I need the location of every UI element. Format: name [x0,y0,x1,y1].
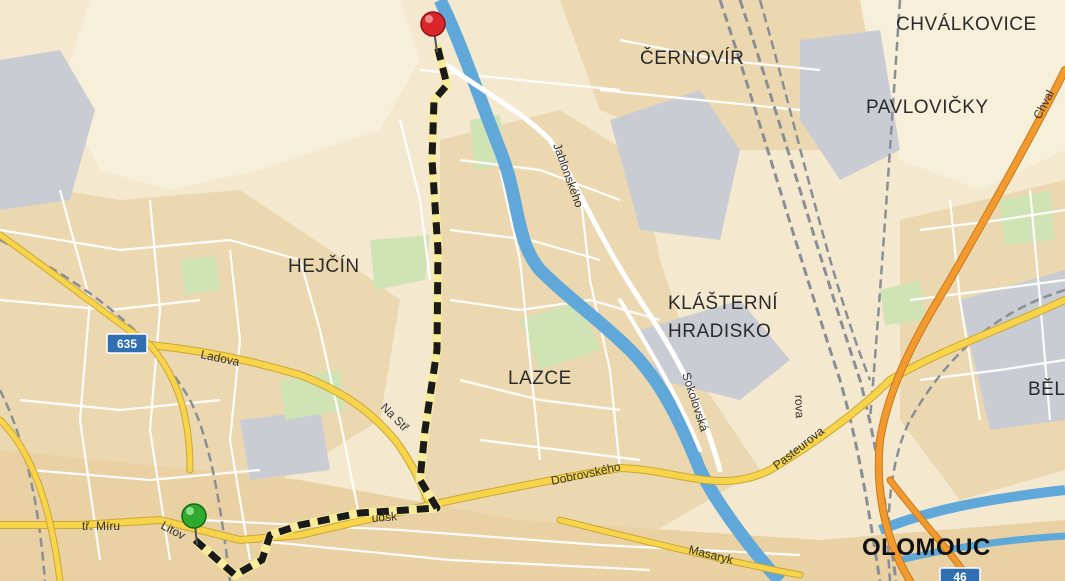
river-branch-east [878,485,1065,535]
street-label-udsk: udsk [371,509,398,525]
place-label-olomouc: OLOMOUC [862,534,991,561]
place-label-hradisko: HRADISKO [668,321,771,342]
field-area [60,0,420,190]
street-label-pasteurova-vertical: rova [792,395,807,419]
park [280,370,345,420]
place-label-klasterni: KLÁŠTERNÍ [668,292,778,314]
field-area-ne [860,0,1065,190]
river-branch-south [899,532,1065,564]
industrial-area-sw [240,410,330,480]
park [520,300,600,370]
road-shield-635: 635 [106,333,148,354]
place-label-lazce: LAZCE [508,368,572,389]
industrial-area-north [610,90,740,240]
place-label-chvalkovice: CHVÁLKOVICE [896,14,1037,35]
svg-text:46: 46 [953,570,967,581]
railway-yard-area [800,30,900,180]
place-label-hejcin: HEJČÍN [288,255,360,277]
place-label-bel: BĚL [1028,378,1065,400]
place-label-pavlovicky: PAVLOVIČKY [866,96,989,118]
road-shield-46: 46 [939,567,981,581]
green-map-pin-icon[interactable] [181,503,207,546]
svg-text:635: 635 [117,337,137,351]
park [180,255,220,295]
place-label-cernovir: ČERNOVÍR [640,47,744,69]
park [1000,190,1055,245]
industrial-area-west [0,50,95,210]
industrial-area-hradisko [640,300,790,400]
red-map-pin-icon[interactable] [420,11,446,53]
park [370,235,430,290]
major-roads [0,57,1065,581]
street-label-trida-miru: tř. Míru [82,519,120,533]
park [880,280,925,325]
route-path [192,43,452,580]
